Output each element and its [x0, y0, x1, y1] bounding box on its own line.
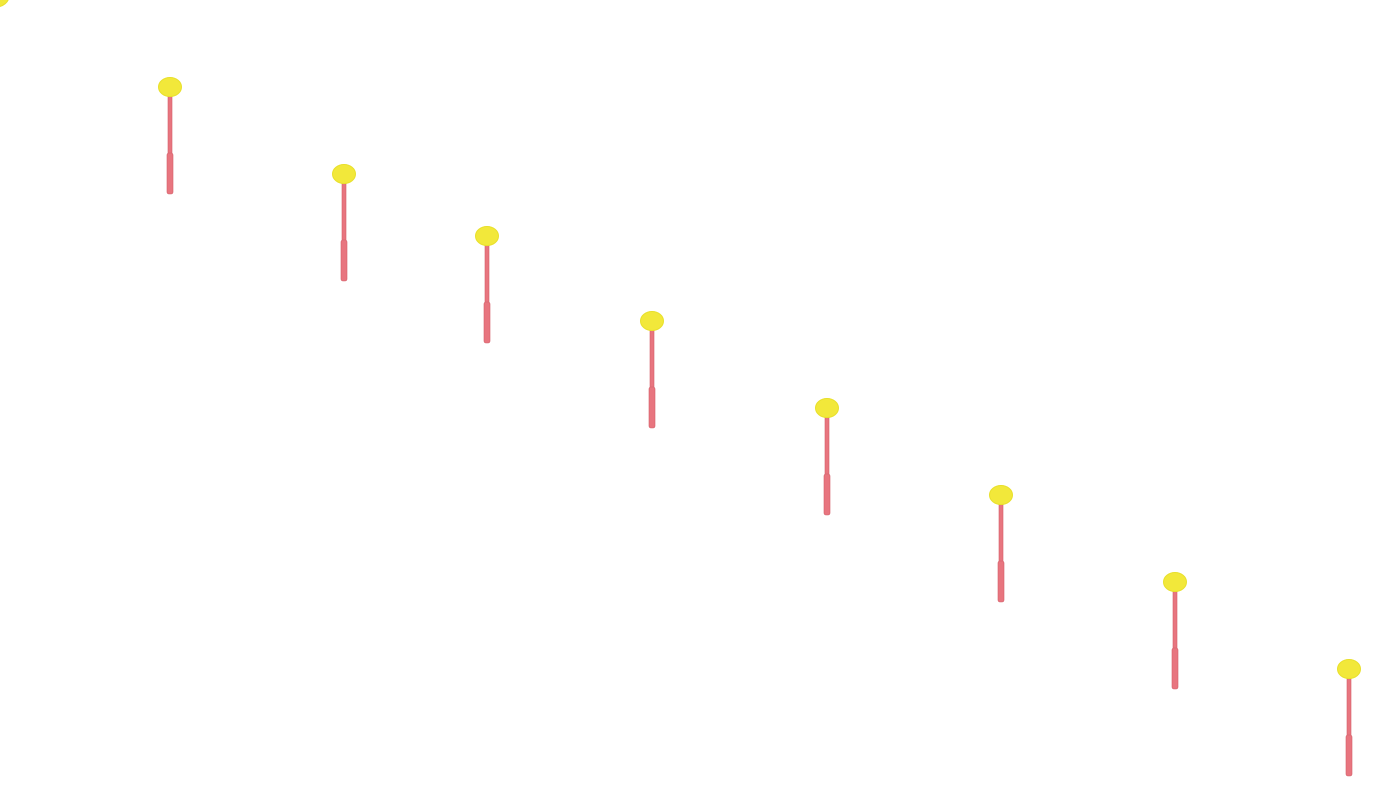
pin-stem [824, 412, 830, 476]
pin-stem [1346, 673, 1352, 737]
map-pin-icon[interactable] [1337, 659, 1361, 777]
pin-head [989, 485, 1013, 505]
map-pin-icon[interactable] [158, 77, 182, 195]
pin-stem [167, 91, 173, 155]
pin-base [823, 473, 831, 516]
pin-base [648, 386, 656, 429]
pin-group [158, 77, 1361, 777]
pin-stem [341, 178, 347, 242]
map-pin-icon[interactable] [1163, 572, 1187, 690]
pin-head [815, 398, 839, 418]
pin-head [1337, 659, 1361, 679]
pin-stem [1172, 586, 1178, 650]
pin-head [332, 164, 356, 184]
pin-head [1163, 572, 1187, 592]
pin-base [166, 152, 174, 195]
pin-head [158, 77, 182, 97]
map-pin-icon[interactable] [815, 398, 839, 516]
pin-stem [484, 240, 490, 304]
pin-head [640, 311, 664, 331]
pin-stem [649, 325, 655, 389]
pin-base [483, 301, 491, 344]
pin-base [997, 560, 1005, 603]
pin-head [475, 226, 499, 246]
map-pin-icon[interactable] [989, 485, 1013, 603]
partial-pin-head [0, 0, 9, 7]
map-pin-icon[interactable] [332, 164, 356, 282]
map-pin-icon[interactable] [640, 311, 664, 429]
pin-base [1171, 647, 1179, 690]
map-pin-icon[interactable] [475, 226, 499, 344]
pin-base [340, 239, 348, 282]
pin-base [1345, 734, 1353, 777]
pin-stem [998, 499, 1004, 563]
